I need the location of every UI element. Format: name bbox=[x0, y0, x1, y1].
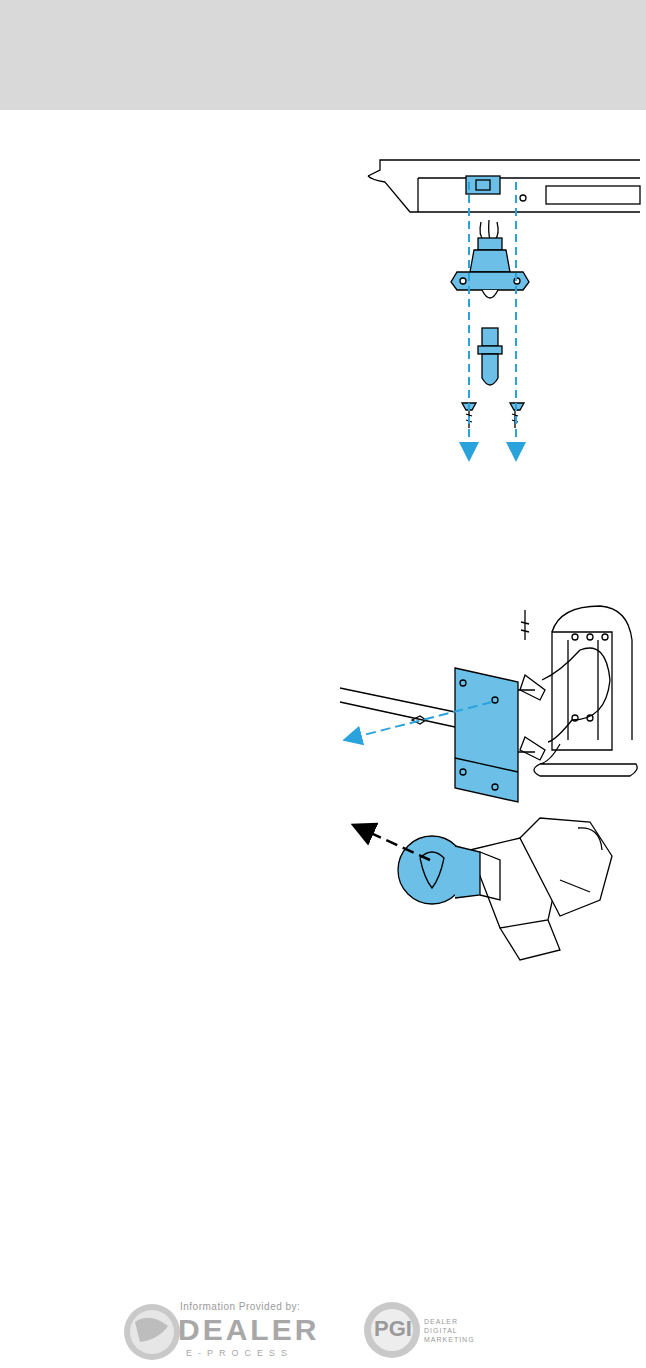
tail-lamp-figure bbox=[340, 606, 637, 802]
credit-note: Information Provided by: bbox=[180, 1302, 300, 1312]
license-lamp-figure bbox=[368, 160, 640, 428]
footer-logos bbox=[124, 1302, 420, 1360]
logo-tagline: DEALER bbox=[424, 1318, 458, 1325]
bulb-figure bbox=[398, 818, 612, 960]
logo-mark: PGI bbox=[374, 1318, 412, 1340]
logo-word: DEALER bbox=[178, 1315, 319, 1345]
logo-tagline: MARKETING bbox=[424, 1336, 475, 1343]
header-band bbox=[0, 0, 646, 110]
logo-tagline: E-PROCESS bbox=[186, 1349, 293, 1358]
logo-tagline: DIGITAL bbox=[424, 1327, 458, 1334]
